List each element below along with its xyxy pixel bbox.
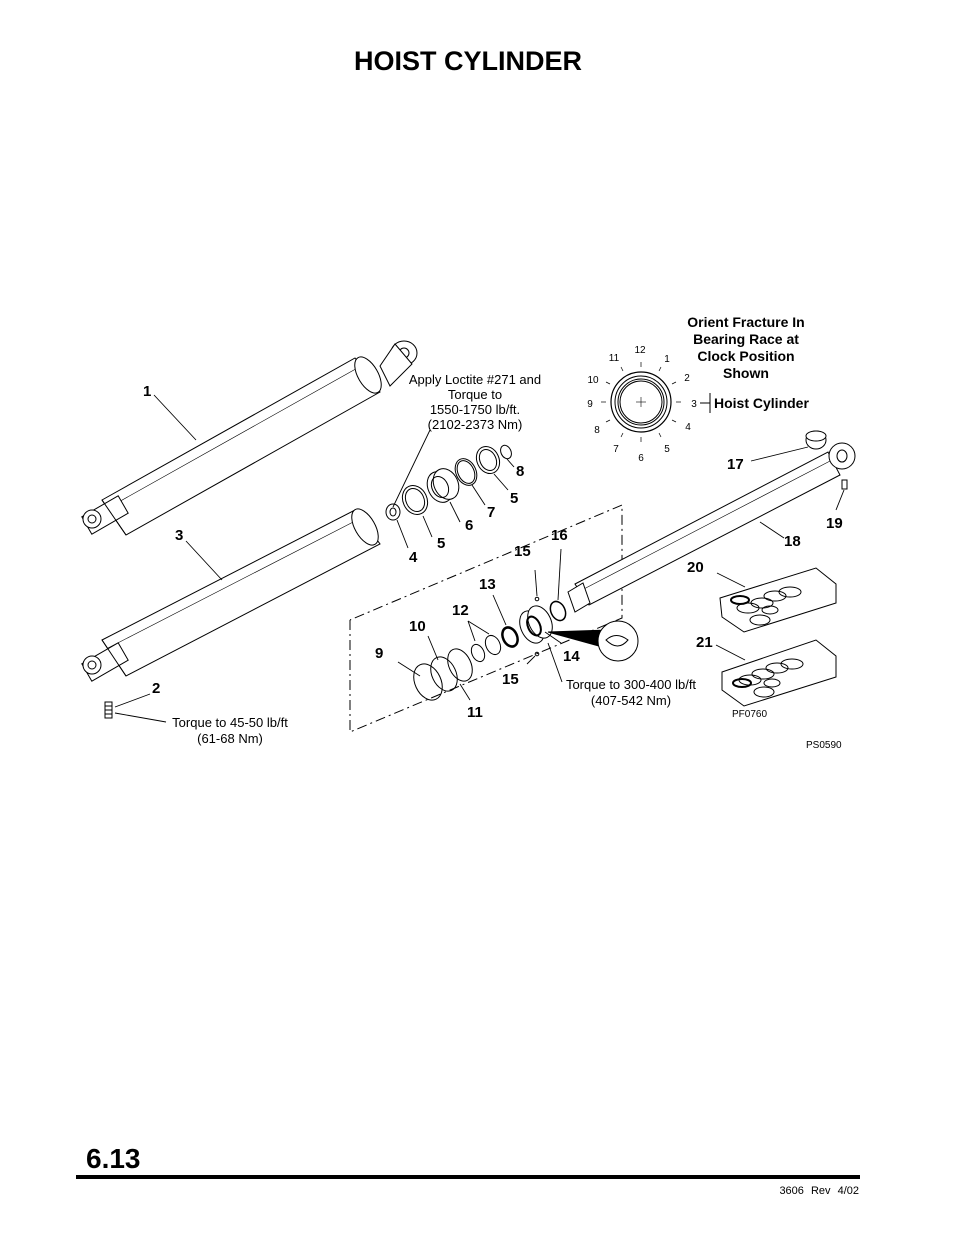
clock-number: 10 bbox=[587, 375, 599, 386]
callout-9: 9 bbox=[375, 645, 383, 662]
clock-number: 2 bbox=[684, 373, 690, 384]
callout-18: 18 bbox=[784, 533, 801, 550]
seal-kit-bag-21 bbox=[721, 639, 837, 707]
piston-torque-note-line: Torque to 300-400 lb/ft bbox=[566, 677, 696, 692]
clock-number: 4 bbox=[685, 422, 691, 433]
footer-rule bbox=[76, 1175, 860, 1179]
callout-5a: 5 bbox=[437, 535, 445, 552]
lower-exploded-parts bbox=[413, 596, 639, 701]
clock-number: 12 bbox=[634, 345, 646, 356]
callout-2: 2 bbox=[152, 680, 160, 697]
seal-kit-figure-code: PF0760 bbox=[732, 709, 767, 720]
clock-number: 7 bbox=[613, 444, 619, 455]
piston-torque-note: Torque to 300-400 lb/ft (407-542 Nm) bbox=[566, 677, 696, 708]
orient-note-line: Orient Fracture In bbox=[687, 314, 804, 330]
clock-number: 5 bbox=[664, 444, 670, 455]
callout-12: 12 bbox=[452, 602, 469, 619]
clock-numbers: 12 1 2 3 4 5 6 7 8 9 10 11 bbox=[587, 345, 697, 464]
orient-fracture-note: Orient Fracture In Bearing Race at Clock… bbox=[687, 314, 804, 381]
seal-kit-bag-20 bbox=[719, 567, 837, 633]
callout-6: 6 bbox=[465, 517, 473, 534]
callout-numbers: 1 2 3 4 5 5 6 7 8 9 10 11 12 13 14 15 15… bbox=[143, 383, 843, 721]
callout-16: 16 bbox=[551, 527, 568, 544]
orient-note-line: Bearing Race at bbox=[693, 331, 799, 347]
illustration-figure-code: PS0590 bbox=[806, 740, 842, 751]
cylinder-assembly-1 bbox=[81, 340, 418, 536]
loctite-note: Apply Loctite #271 and Torque to 1550-17… bbox=[409, 372, 541, 432]
page-title: HOIST CYLINDER bbox=[353, 46, 582, 76]
callout-3: 3 bbox=[175, 527, 183, 544]
upper-exploded-parts bbox=[385, 444, 512, 521]
loctite-note-line: (2102-2373 Nm) bbox=[428, 417, 523, 432]
clock-number: 6 bbox=[638, 453, 644, 464]
exploded-group-outline bbox=[349, 504, 623, 733]
callout-4: 4 bbox=[409, 549, 418, 566]
callout-14: 14 bbox=[563, 648, 580, 665]
callout-1: 1 bbox=[143, 383, 151, 400]
orient-note-line: Clock Position bbox=[697, 348, 794, 364]
grease-fitting bbox=[104, 701, 113, 719]
clock-number: 1 bbox=[664, 354, 670, 365]
clock-number: 11 bbox=[609, 353, 620, 364]
clock-number: 3 bbox=[691, 399, 697, 410]
fitting-torque-note: Torque to 45-50 lb/ft (61-68 Nm) bbox=[172, 715, 288, 746]
callout-15a: 15 bbox=[514, 543, 531, 560]
clock-number: 9 bbox=[587, 399, 593, 410]
orient-note-line: Shown bbox=[723, 365, 769, 381]
clock-bearing-diagram bbox=[601, 362, 711, 442]
piston-rod-assembly bbox=[567, 430, 856, 613]
fitting-torque-note-line: (61-68 Nm) bbox=[197, 731, 263, 746]
callout-20: 20 bbox=[687, 559, 704, 576]
fitting-torque-note-line: Torque to 45-50 lb/ft bbox=[172, 715, 288, 730]
leader-lines bbox=[114, 394, 845, 723]
loctite-note-line: Torque to bbox=[448, 387, 502, 402]
footer-revision-code: 3606 Rev 4/02 bbox=[779, 1185, 859, 1197]
callout-17: 17 bbox=[727, 456, 744, 473]
callout-10: 10 bbox=[409, 618, 426, 635]
section-number: 6.13 bbox=[86, 1143, 141, 1174]
callout-21: 21 bbox=[696, 634, 713, 651]
loctite-note-line: 1550-1750 lb/ft. bbox=[430, 402, 520, 417]
piston-torque-note-line: (407-542 Nm) bbox=[591, 693, 671, 708]
callout-11: 11 bbox=[467, 704, 483, 721]
hoist-cylinder-label: Hoist Cylinder bbox=[714, 395, 809, 411]
callout-13: 13 bbox=[479, 576, 496, 593]
callout-5b: 5 bbox=[510, 490, 518, 507]
cylinder-assembly-3 bbox=[81, 508, 381, 682]
callout-19: 19 bbox=[826, 515, 843, 532]
loctite-note-line: Apply Loctite #271 and bbox=[409, 372, 541, 387]
clock-number: 8 bbox=[594, 425, 600, 436]
callout-8: 8 bbox=[516, 463, 524, 480]
callout-7: 7 bbox=[487, 504, 495, 521]
callout-15b: 15 bbox=[502, 671, 519, 688]
